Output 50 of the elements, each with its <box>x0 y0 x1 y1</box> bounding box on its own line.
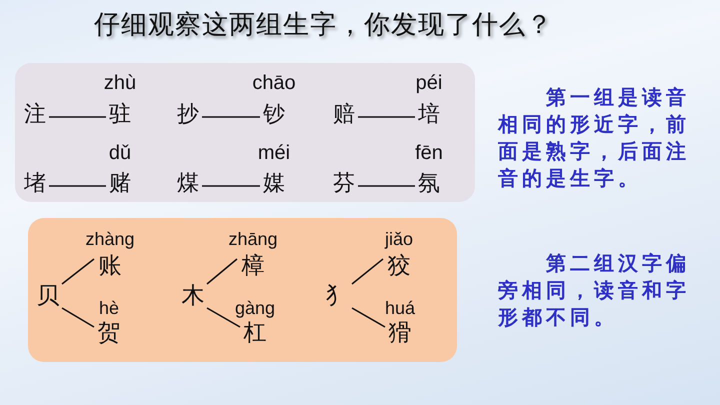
connector-line <box>358 185 415 187</box>
character: 猾 <box>388 320 412 346</box>
pinyin: méi <box>258 143 290 163</box>
character: 注 <box>23 102 47 128</box>
character: 培 <box>417 102 441 128</box>
character: 媒 <box>262 171 286 197</box>
pinyin: zhàng <box>85 230 135 248</box>
connector-line <box>206 258 238 285</box>
character: 芬 <box>332 171 356 197</box>
connector-line <box>352 307 386 328</box>
character: 赔 <box>332 102 356 128</box>
pinyin: zhāng <box>228 230 278 248</box>
pinyin: zhù <box>104 73 136 93</box>
rounded-panel <box>28 218 457 362</box>
connector-line <box>352 258 384 285</box>
character: 犭 <box>326 283 350 309</box>
connector-line <box>49 116 106 118</box>
note-text: 第二组汉字偏旁相同，读音和字形都不同。 <box>498 250 691 331</box>
pinyin: huá <box>384 299 416 317</box>
character: 贺 <box>97 320 121 346</box>
character: 狡 <box>387 253 411 279</box>
connector-line <box>49 185 106 187</box>
character: 贝 <box>36 283 60 309</box>
connector-line <box>202 116 260 118</box>
note-text: 第一组是读音相同的形近字，前面是熟字，后面注音的是生字。 <box>498 84 691 192</box>
pinyin: fēn <box>415 143 443 163</box>
connector-line <box>62 258 94 285</box>
connector-line <box>206 307 240 328</box>
pinyin: dǔ <box>108 143 132 163</box>
character: 堵 <box>23 171 47 197</box>
character: 赌 <box>108 171 132 197</box>
pinyin: gàng <box>234 299 276 317</box>
pinyin: jiǎo <box>384 230 414 248</box>
character: 木 <box>181 283 205 309</box>
character: 钞 <box>262 102 286 128</box>
character: 驻 <box>108 102 132 128</box>
connector-line <box>202 185 260 187</box>
pinyin: chāo <box>252 73 296 93</box>
connector-line <box>62 307 94 328</box>
character: 杠 <box>243 320 267 346</box>
rounded-panel <box>15 63 475 202</box>
pinyin: péi <box>416 73 442 93</box>
character: 氛 <box>417 171 441 197</box>
connector-line <box>358 116 415 118</box>
character: 煤 <box>176 171 200 197</box>
title: 仔细观察这两组生字，你发现了什么？ <box>94 10 553 40</box>
character: 樟 <box>241 253 265 279</box>
pinyin: hè <box>98 299 120 317</box>
character: 账 <box>98 253 122 279</box>
character: 抄 <box>176 102 200 128</box>
